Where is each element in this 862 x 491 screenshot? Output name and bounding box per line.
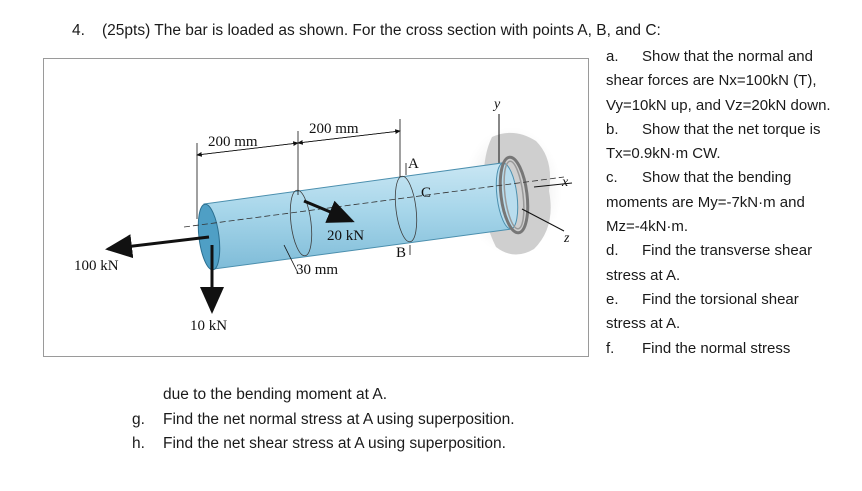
load-10kn-label: 10 kN — [190, 318, 228, 334]
question-parts-list: a.Show that the normal and shear forces … — [606, 45, 841, 361]
part-e-text: Find the torsional shear stress at A. — [606, 290, 799, 333]
z-axis-line — [521, 208, 565, 232]
part-f: f. Find the normal stress — [606, 337, 841, 361]
part-f-text: Find the normal stress — [642, 339, 791, 357]
part-b: b.Show that the net torque is Tx=0.9kN·m… — [606, 118, 841, 167]
part-f-continuation: due to the bending moment at A. — [163, 386, 388, 403]
part-g: g. Find the net normal stress at A using … — [132, 408, 515, 433]
dim-200-right-label: 200 mm — [309, 121, 359, 137]
dim-30-label: 30 mm — [296, 262, 339, 278]
part-e: e.Find the torsional shear stress at A. — [606, 288, 841, 337]
point-b-label: B — [396, 245, 407, 261]
centerline — [183, 176, 565, 228]
part-c-text: Show that the bending moments are My=-7k… — [606, 169, 805, 236]
dim-200-left-label: 200 mm — [208, 134, 258, 150]
part-d-text: Find the transverse shear stress at A. — [606, 242, 813, 284]
dimension-lines — [196, 119, 401, 274]
part-a: a.Show that the normal and shear forces … — [606, 45, 841, 118]
question-text: (25pts) The bar is loaded as shown. For … — [102, 22, 661, 39]
question-title: 4. (25pts) The bar is loaded as shown. Fo… — [72, 22, 661, 40]
axis-x-label: x — [562, 175, 569, 190]
part-h-label: h. — [132, 435, 145, 452]
load-100kn-label: 100 kN — [74, 258, 119, 274]
bar-diagram — [105, 114, 573, 314]
part-g-label: g. — [132, 410, 145, 428]
part-c-label: c. — [606, 169, 618, 187]
part-g-text: Find the net normal stress at A using su… — [163, 410, 515, 428]
load-20kn-arrow — [303, 199, 355, 223]
part-h: h. Find the net shear stress at A using s… — [132, 432, 515, 457]
point-c-label: C — [421, 185, 432, 201]
axis-y-label: y — [494, 97, 501, 112]
part-b-text: Show that the net torque is Tx=0.9kN·m C… — [606, 120, 821, 163]
flange-ring — [498, 155, 530, 235]
part-d: d.Find the transverse shear stress at A. — [606, 239, 841, 288]
part-a-label: a. — [606, 48, 619, 65]
question-number: 4. — [72, 22, 85, 39]
load-20kn-label: 20 kN — [327, 228, 365, 244]
part-c: c.Show that the bending moments are My=-… — [606, 166, 841, 239]
part-h-text: Find the net shear stress at A using sup… — [163, 435, 506, 452]
cylindrical-bar — [197, 162, 519, 271]
part-d-label: d. — [606, 242, 619, 260]
part-e-label: e. — [606, 290, 619, 308]
bottom-parts: due to the bending moment at A. g. Find t… — [132, 383, 515, 457]
part-f-label: f. — [606, 339, 615, 357]
point-a-label: A — [408, 156, 419, 172]
bar-figure: 200 mm 200 mm 30 mm 20 kN 10 kN A B C x … — [43, 58, 589, 357]
part-a-text: Show that the normal and shear forces ar… — [606, 48, 831, 114]
load-100kn-arrow — [105, 234, 210, 259]
x-axis-line — [533, 182, 573, 188]
part-b-label: b. — [606, 120, 619, 138]
axis-z-label: z — [564, 231, 570, 246]
